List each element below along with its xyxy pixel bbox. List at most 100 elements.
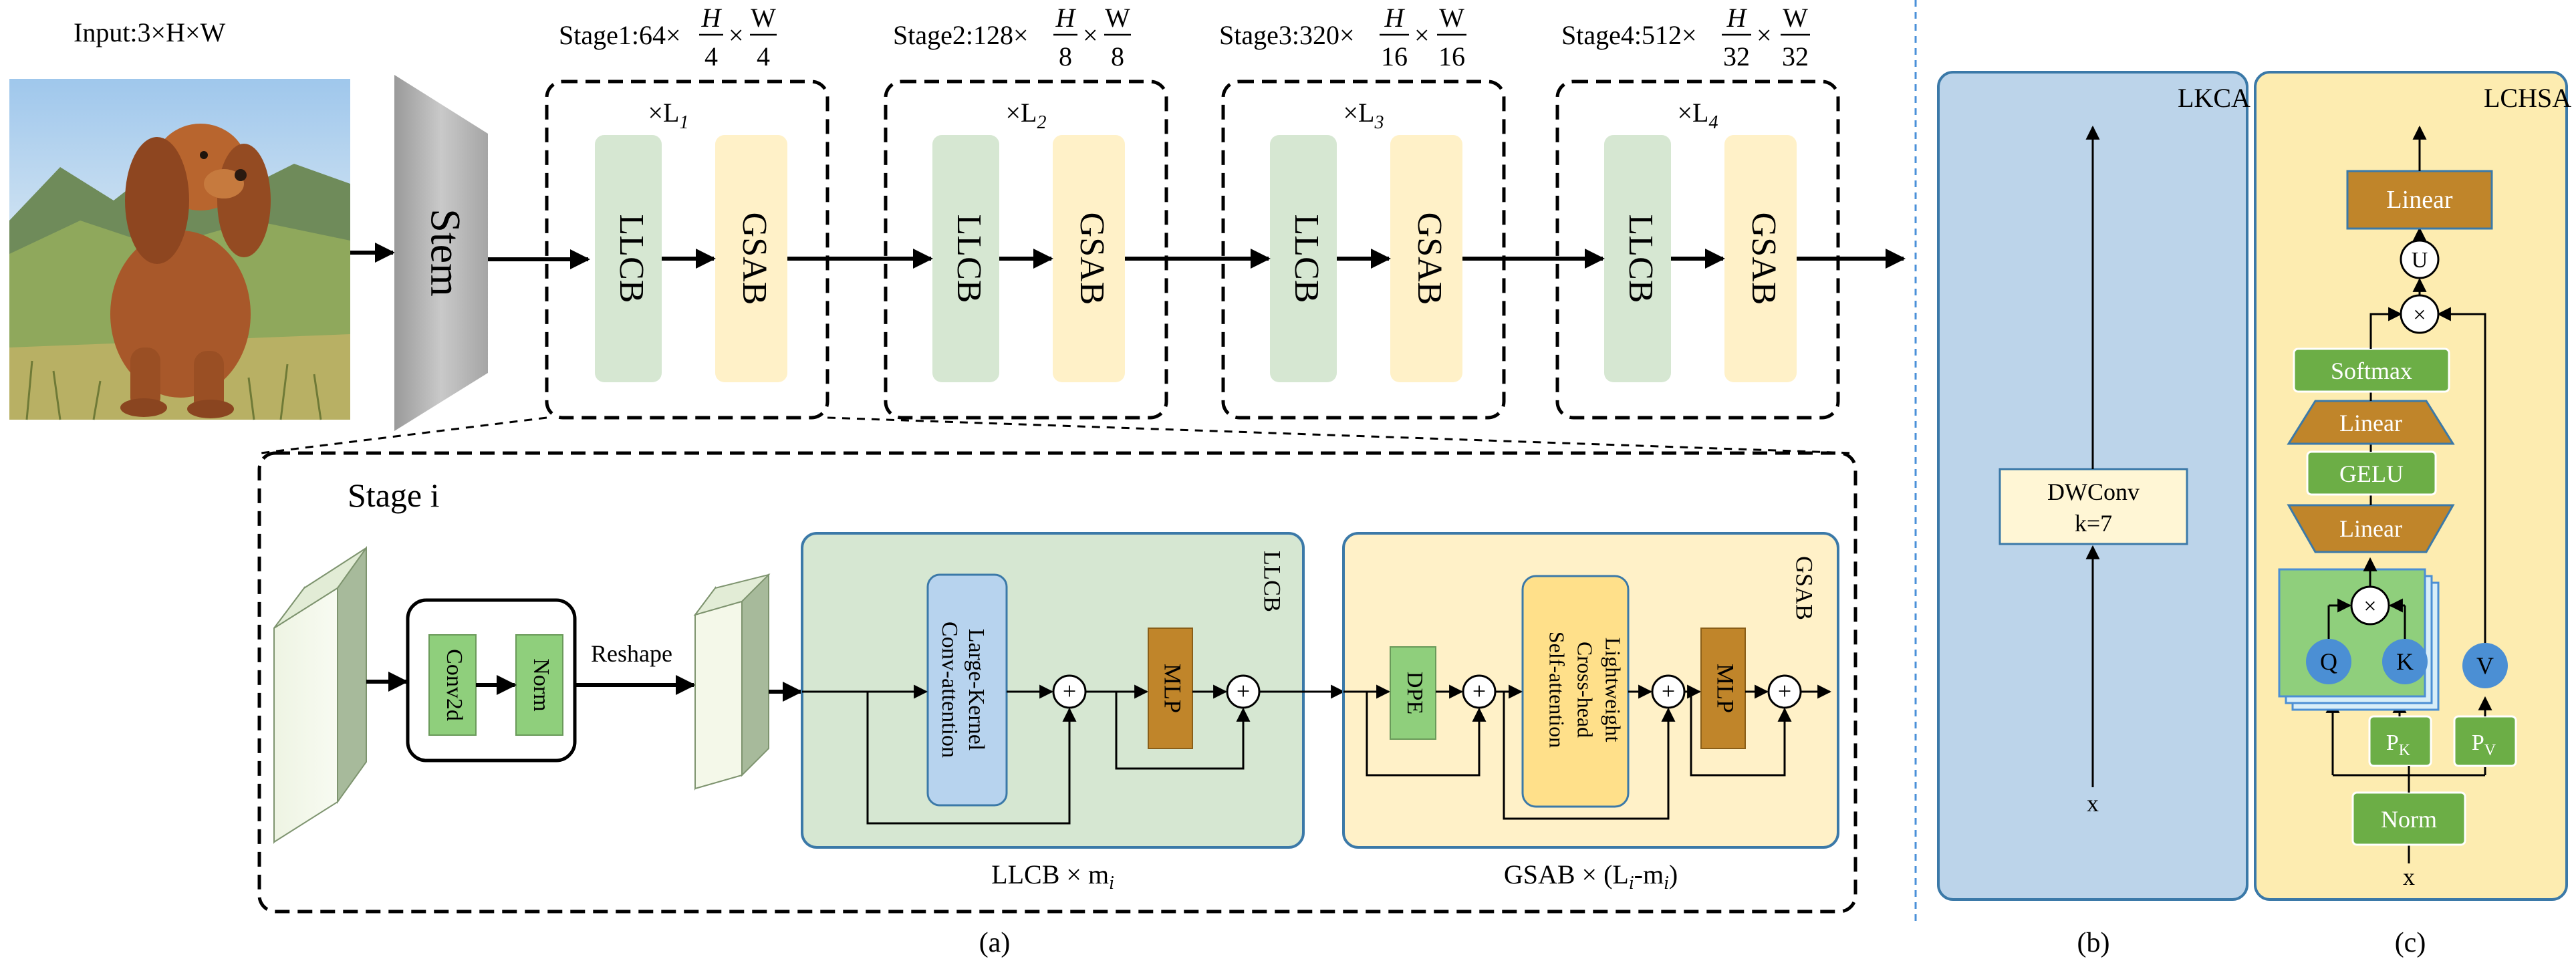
svg-text:32: 32 bbox=[1782, 41, 1809, 72]
stage-3-gsab-label: GSAB bbox=[1410, 213, 1448, 305]
stage-3-llcb-label: LLCB bbox=[1287, 215, 1325, 303]
llcb-mlp-label: MLP bbox=[1160, 664, 1186, 713]
svg-text:H: H bbox=[1726, 3, 1748, 33]
stage-4-header-text: Stage4:512× H 32 × W 32 bbox=[1561, 3, 1810, 72]
gsab-add-1-symbol: + bbox=[1472, 678, 1486, 704]
stage-detail-frame bbox=[257, 451, 1857, 914]
stage-1-frame bbox=[545, 80, 829, 420]
norm-block bbox=[515, 634, 563, 736]
large-kernel-line2: Conv-attention bbox=[937, 622, 962, 758]
stage-1-gsab-label: GSAB bbox=[735, 213, 773, 305]
stage-2-llcb-label: LLCB bbox=[950, 215, 988, 303]
k-node bbox=[2382, 639, 2428, 684]
lchsa-input: x bbox=[2403, 863, 2415, 890]
pv-label: PV bbox=[2472, 730, 2496, 759]
stage-4: ×L4 LLCB GSAB bbox=[1555, 80, 1840, 420]
llcb-add-2-symbol: + bbox=[1237, 678, 1250, 704]
overview-row: Input:3×H×W Stem ×L1 LLCB GSAB ×L2 LLCB … bbox=[9, 3, 1906, 431]
stage-3-repeat: ×L3 bbox=[1343, 98, 1384, 133]
svg-text:8: 8 bbox=[1111, 41, 1124, 72]
stem-block bbox=[394, 75, 488, 431]
v-label: V bbox=[2476, 652, 2494, 679]
svg-text:Stage4:512×: Stage4:512× bbox=[1561, 20, 1697, 50]
stage-2-header-text: Stage2:128× H 8 × W 8 bbox=[893, 3, 1131, 72]
cross-head-line2: Cross-head bbox=[1573, 642, 1597, 738]
stage-3-gsab bbox=[1390, 135, 1462, 382]
llcb-detail-title: LLCB bbox=[1259, 551, 1286, 612]
input-label: Input:3×H×W bbox=[74, 17, 226, 47]
stage-4-llcb bbox=[1604, 135, 1671, 382]
svg-text:H: H bbox=[1384, 3, 1406, 33]
gsab-detail: GSAB DPE + Lightweight Cross-head Self-a… bbox=[1342, 532, 1839, 893]
stage-3-llcb bbox=[1270, 135, 1337, 382]
lkca-panel: LKCA DWConv k=7 x bbox=[1937, 71, 2250, 901]
svg-text:16: 16 bbox=[1438, 41, 1465, 72]
dpe-label: DPE bbox=[1402, 672, 1427, 714]
lchsa-panel: LCHSA x Norm PK PV Q K × V bbox=[2254, 71, 2571, 901]
linear-low-label: Linear bbox=[2339, 515, 2402, 542]
dpe-block bbox=[1390, 646, 1436, 740]
softmax-label: Softmax bbox=[2331, 358, 2412, 384]
svg-text:W: W bbox=[751, 3, 776, 33]
conv2d-label: Conv2d bbox=[442, 649, 467, 721]
reshape-label: Reshape bbox=[591, 640, 672, 667]
lchsa-norm-label: Norm bbox=[2381, 806, 2437, 833]
stage-3-header-text: Stage3:320× H 16 × W 16 bbox=[1219, 3, 1466, 72]
v-node bbox=[2462, 643, 2508, 688]
gsab-add-2-symbol: + bbox=[1662, 678, 1675, 704]
svg-text:Stage2:128×: Stage2:128× bbox=[893, 20, 1029, 50]
gsab-add-3-symbol: + bbox=[1778, 678, 1791, 704]
input-image bbox=[9, 79, 350, 420]
linear-mid bbox=[2287, 400, 2455, 445]
svg-text:32: 32 bbox=[1723, 41, 1750, 72]
svg-text:8: 8 bbox=[1059, 41, 1072, 72]
stage-2-frame bbox=[884, 80, 1168, 420]
dwconv-line1: DWConv bbox=[2047, 478, 2140, 505]
stem-label: Stem bbox=[422, 209, 469, 297]
cross-head-line1: Lightweight bbox=[1601, 638, 1626, 742]
lkca-title: LKCA bbox=[2178, 83, 2250, 113]
stage-1-llcb-label: LLCB bbox=[612, 215, 650, 303]
stage-detail-title: Stage i bbox=[348, 476, 439, 514]
q-label: Q bbox=[2320, 648, 2337, 675]
llcb-detail: LLCB Large-Kernel Conv-attention MLP + +… bbox=[801, 532, 1345, 893]
linear-low bbox=[2287, 504, 2455, 553]
stage-2: ×L2 LLCB GSAB bbox=[884, 80, 1168, 420]
svg-text:W: W bbox=[1783, 3, 1808, 33]
stage-3-frame bbox=[1221, 80, 1506, 420]
svg-text:W: W bbox=[1439, 3, 1464, 33]
stage-4-gsab-label: GSAB bbox=[1745, 213, 1783, 305]
llcb-caption: LLCB × mi bbox=[991, 859, 1114, 893]
svg-text:Stage1:64×: Stage1:64× bbox=[559, 20, 681, 50]
q-node bbox=[2306, 639, 2351, 684]
lkca-input: x bbox=[2087, 790, 2099, 817]
stage-1-repeat: ×L1 bbox=[648, 98, 689, 133]
cross-head-line3: Self-attention bbox=[1545, 632, 1569, 748]
qk-mult-symbol: × bbox=[2363, 594, 2376, 619]
stage-3: ×L3 LLCB GSAB bbox=[1221, 80, 1506, 420]
gsab-detail-title: GSAB bbox=[1791, 556, 1818, 620]
svg-text:Stage3:320×: Stage3:320× bbox=[1219, 20, 1355, 50]
stage-2-gsab bbox=[1053, 135, 1125, 382]
svg-text:H: H bbox=[701, 3, 723, 33]
gsab-mlp-label: MLP bbox=[1712, 664, 1739, 713]
norm-label: Norm bbox=[529, 658, 553, 711]
stage-1-header-text: Stage1:64× H 4 × W 4 bbox=[559, 3, 777, 72]
attn-mult-symbol: × bbox=[2413, 303, 2426, 327]
stage-4-repeat: ×L4 bbox=[1678, 98, 1718, 133]
stage-headers: Stage1:64× H 4 × W 4 Stage2:128× H 8 × W… bbox=[559, 3, 1810, 72]
stage-4-gsab bbox=[1724, 135, 1797, 382]
linear-top-label: Linear bbox=[2386, 186, 2453, 214]
zoom-guide-right bbox=[827, 416, 1853, 454]
linear-mid-label: Linear bbox=[2339, 410, 2402, 436]
gsab-caption: GSAB × (Li-mi) bbox=[1504, 859, 1678, 893]
svg-text:H: H bbox=[1055, 3, 1077, 33]
caption-b: (b) bbox=[2077, 928, 2110, 958]
svg-text:4: 4 bbox=[757, 41, 770, 72]
union-symbol: U bbox=[2412, 248, 2428, 273]
dwconv-block bbox=[1999, 468, 2188, 545]
k-label: K bbox=[2396, 648, 2414, 675]
linear-top bbox=[2346, 170, 2493, 230]
